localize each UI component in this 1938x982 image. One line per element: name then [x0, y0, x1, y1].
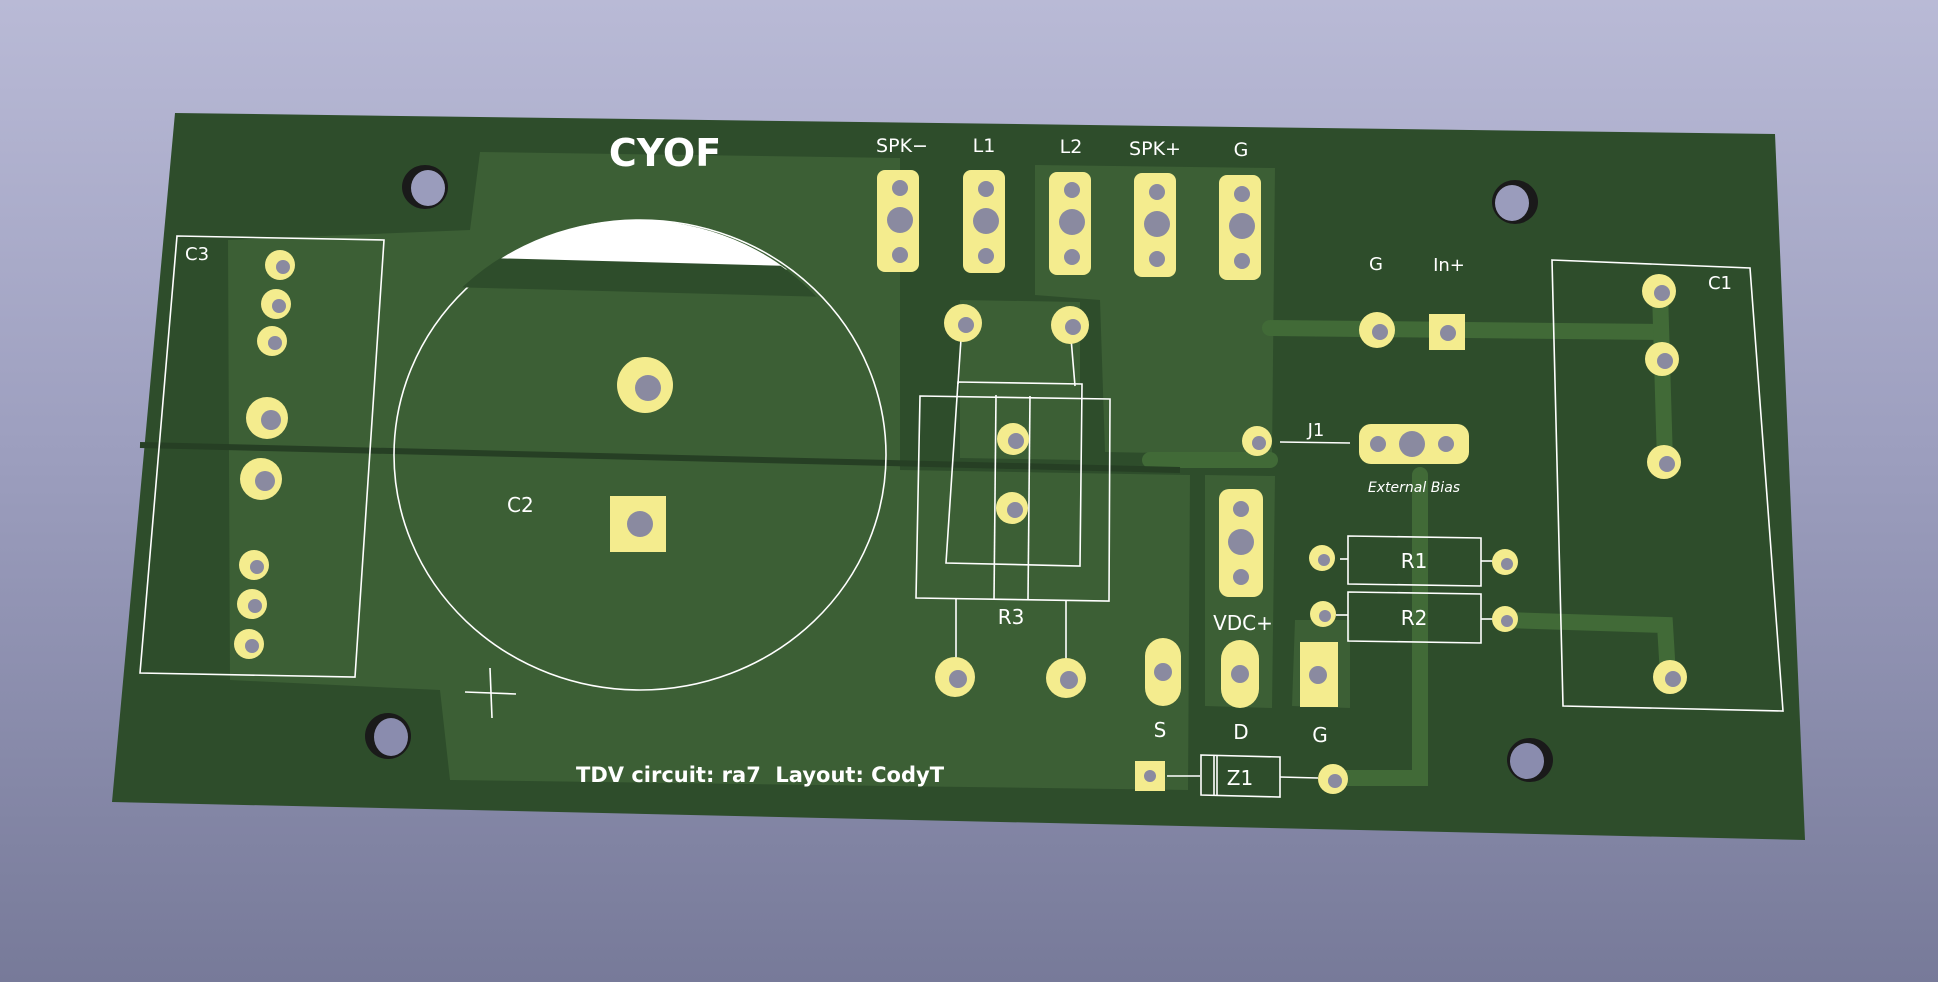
copper-pour-center [960, 300, 1080, 460]
connector-g-top[interactable]: G [1219, 139, 1261, 280]
r3-pad-4 [996, 492, 1028, 524]
pad-g[interactable]: G [1300, 642, 1338, 747]
c1-label: C1 [1708, 273, 1732, 294]
r3-pad-3 [997, 423, 1029, 455]
resistor-r1[interactable]: R1 [1309, 535, 1518, 587]
z1-label: Z1 [1227, 766, 1253, 790]
capacitor-c1[interactable]: C1 [1551, 259, 1784, 712]
input-g[interactable]: G [1359, 254, 1395, 348]
c2-pad-negative [610, 496, 666, 552]
r3-pad-6 [1046, 658, 1086, 698]
mounting-hole-bottom-left [365, 713, 411, 759]
c3-pad-1 [265, 250, 295, 280]
c2-crosshair [464, 667, 517, 719]
r2-label: R2 [1401, 606, 1428, 630]
connector-l1[interactable]: L1 [963, 135, 1005, 273]
connector-spk-minus[interactable]: SPK− [876, 135, 928, 272]
pad-d[interactable]: D [1221, 640, 1259, 744]
copper-pour-left [228, 152, 1190, 790]
resistor-r3[interactable]: R3 [915, 304, 1111, 698]
l2-label: L2 [1060, 136, 1083, 158]
trace-r2 [1497, 612, 1676, 683]
c1-pad-1 [1642, 274, 1676, 308]
board-title: CYOF [609, 131, 721, 175]
c2-pad-positive [617, 357, 673, 413]
g-bottom-label: G [1312, 723, 1328, 747]
r1-pad-1 [1309, 545, 1335, 571]
spk-plus-label: SPK+ [1129, 138, 1181, 160]
c3-pad-4 [246, 397, 288, 439]
c1-pad-2 [1645, 342, 1679, 376]
s-label: S [1154, 718, 1167, 742]
g-top-label: G [1234, 139, 1249, 161]
r2-pad-2 [1492, 606, 1518, 632]
c3-label: C3 [185, 244, 209, 265]
r3-label: R3 [998, 605, 1025, 629]
r3-pad-2 [1051, 306, 1089, 344]
c1-pad-4 [1653, 660, 1687, 694]
in-plus-label: In+ [1433, 255, 1465, 276]
mounting-hole-top-left [402, 165, 448, 209]
resistor-r2[interactable]: R2 [1310, 591, 1518, 644]
trace-z1 [1327, 467, 1428, 786]
jumper-j1[interactable]: J1 External Bias [1242, 420, 1469, 496]
l1-label: L1 [973, 135, 996, 157]
r3-pad-1 [944, 304, 982, 342]
j1-label: J1 [1307, 420, 1325, 441]
copper-pour-top-right [1035, 165, 1275, 455]
capacitor-c3[interactable]: C3 [139, 235, 385, 678]
c1-pad-3 [1647, 445, 1681, 479]
c3-pad-7 [237, 589, 267, 619]
mounting-hole-top-right [1492, 180, 1538, 224]
d-label: D [1233, 720, 1248, 744]
c3-pad-5 [240, 458, 282, 500]
diode-z1[interactable]: Z1 [1135, 754, 1348, 798]
connector-vdc-plus[interactable]: VDC+ [1213, 489, 1273, 635]
pad-s[interactable]: S [1145, 638, 1181, 742]
trace-seam [139, 442, 1181, 473]
external-bias-label: External Bias [1368, 480, 1460, 496]
connector-spk-plus[interactable]: SPK+ [1129, 138, 1181, 277]
connector-l2[interactable]: L2 [1049, 136, 1091, 275]
board-credit: TDV circuit: ra7 Layout: CodyT [576, 763, 945, 787]
r1-pad-2 [1492, 549, 1518, 575]
c3-pad-6 [239, 550, 269, 580]
spk-minus-label: SPK− [876, 135, 928, 157]
c3-pad-2 [261, 289, 291, 319]
c3-pad-3 [257, 326, 287, 356]
c2-label: C2 [507, 493, 534, 517]
r3-pad-5 [935, 657, 975, 697]
trace-c1 [1652, 284, 1673, 470]
g-input-label: G [1369, 254, 1383, 275]
input-in-plus[interactable]: In+ [1429, 255, 1465, 350]
r2-pad-1 [1310, 601, 1336, 627]
r1-label: R1 [1401, 549, 1428, 573]
mounting-hole-bottom-right [1507, 738, 1553, 782]
c3-pad-8 [234, 629, 264, 659]
vdc-plus-label: VDC+ [1213, 611, 1273, 635]
